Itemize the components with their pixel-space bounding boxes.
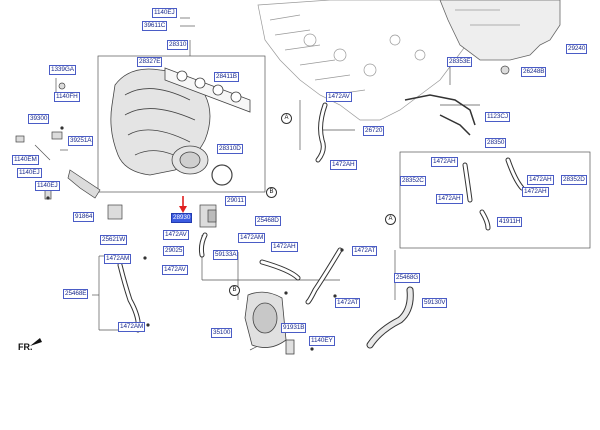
engine-cover-drawing: [439, 0, 561, 61]
part-label-28352d[interactable]: 28352D: [561, 175, 587, 185]
part-label-28352c[interactable]: 28352C: [400, 176, 426, 186]
part-label-1472ah-box2[interactable]: 1472AH: [527, 175, 554, 185]
part-label-1472ah-mid2[interactable]: 1472AH: [271, 242, 298, 252]
part-label-39300[interactable]: 39300: [28, 114, 50, 124]
part-label-1472am-left[interactable]: 1472AM: [104, 254, 132, 264]
part-label-28350[interactable]: 28350: [485, 138, 507, 148]
part-label-1472ah-mid[interactable]: 1472AH: [330, 160, 357, 170]
intake-manifold-drawing: [110, 68, 211, 176]
part-label-59130v[interactable]: 59130V: [422, 298, 448, 308]
part-label-26720[interactable]: 26720: [363, 126, 385, 136]
highlight-arrow: [179, 196, 187, 213]
callout-a-box: A: [385, 214, 396, 225]
part-label-29240[interactable]: 29240: [566, 44, 588, 54]
part-label-25621w[interactable]: 25621W: [100, 235, 128, 245]
front-direction-label: FR.: [18, 342, 33, 352]
part-label-26248b[interactable]: 26248B: [521, 67, 547, 77]
part-label-29011[interactable]: 29011: [225, 196, 246, 206]
bracket-drawing: [404, 94, 476, 136]
part-label-1472am-bottom[interactable]: 1472AM: [118, 322, 146, 332]
small-fittings-drawing: [15, 65, 510, 228]
callout-box-a: [399, 151, 591, 249]
part-label-1472at-2[interactable]: 1472AT: [335, 298, 361, 308]
part-label-28310[interactable]: 28310: [167, 40, 189, 50]
callout-a-top: A: [281, 113, 292, 124]
part-label-1472av-low[interactable]: 1472AV: [162, 265, 188, 275]
part-label-1140fh[interactable]: 1140FH: [54, 92, 80, 102]
throttle-body-drawing: [244, 291, 295, 355]
part-label-29025[interactable]: 29025: [163, 246, 185, 256]
part-label-28411b[interactable]: 28411B: [214, 72, 239, 82]
part-label-28327e[interactable]: 28327E: [137, 57, 163, 67]
part-label-1140ej-left[interactable]: 1140EJ: [17, 168, 42, 178]
part-label-25468d[interactable]: 25468D: [255, 216, 281, 226]
callout-b-throttle: B: [229, 285, 240, 296]
part-label-1140ey[interactable]: 1140EY: [309, 336, 335, 346]
part-label-1140em[interactable]: 1140EM: [12, 155, 39, 165]
part-label-1472av-top[interactable]: 1472AV: [326, 92, 352, 102]
part-label-28353e[interactable]: 28353E: [447, 57, 473, 67]
part-label-1472ah-box1[interactable]: 1472AH: [431, 157, 458, 167]
part-label-28930-highlighted[interactable]: 28930: [171, 213, 193, 223]
part-label-1472at-1[interactable]: 1472AT: [352, 246, 378, 256]
part-label-91931b[interactable]: 91931B: [281, 323, 307, 333]
front-direction-arrow: [30, 338, 42, 346]
part-label-25468e[interactable]: 25468E: [63, 289, 89, 299]
part-label-35100[interactable]: 35100: [211, 328, 233, 338]
part-label-91864[interactable]: 91864: [73, 212, 95, 222]
part-label-1140ej-left2[interactable]: 1140EJ: [35, 181, 60, 191]
clamps-drawing: [46, 126, 344, 351]
part-label-59133a[interactable]: 59133A: [213, 250, 239, 260]
part-label-1140ej-top[interactable]: 1140EJ: [152, 8, 177, 18]
part-label-41911h[interactable]: 41911H: [497, 217, 523, 227]
part-label-39251a[interactable]: 39251A: [68, 136, 94, 146]
manifold-gasket-drawing: [164, 67, 251, 113]
part-label-1472ah-box3[interactable]: 1472AH: [522, 187, 549, 197]
part-label-39611c[interactable]: 39611C: [142, 21, 168, 31]
part-label-1472ah-box4[interactable]: 1472AH: [436, 194, 463, 204]
engine-block-drawing: [257, 0, 471, 121]
part-label-1472av-mid[interactable]: 1472AV: [163, 230, 189, 240]
part-label-1339ga[interactable]: 1339GA: [49, 65, 76, 75]
callout-b-frame: B: [266, 187, 277, 198]
part-label-1123cj[interactable]: 1123CJ: [485, 112, 510, 122]
part-label-28310d[interactable]: 28310D: [217, 144, 243, 154]
part-label-1472am-mid[interactable]: 1472AM: [238, 233, 266, 243]
o-ring-drawing: [211, 164, 233, 186]
part-label-25468g[interactable]: 25468G: [394, 273, 421, 283]
